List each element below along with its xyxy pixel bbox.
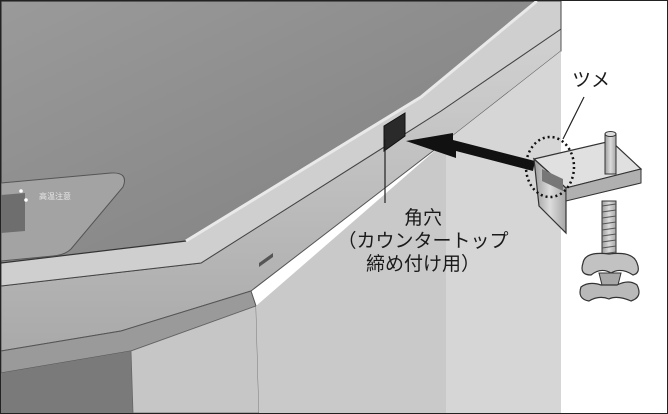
square-hole-icon xyxy=(383,112,406,152)
panel-caution-text: 高温注意 xyxy=(39,192,71,201)
claw-highlight-icon xyxy=(524,135,576,199)
claw-leader-line xyxy=(562,96,585,140)
appliance-top xyxy=(1,1,562,287)
appliance-front xyxy=(1,28,562,413)
clamp-bolt-icon xyxy=(532,131,643,302)
label-hole-title: 角穴 xyxy=(403,207,442,229)
insertion-arrow-icon xyxy=(406,133,535,171)
label-claw: ツメ xyxy=(572,69,611,91)
label-square-hole: 角穴 （カウンタートップ 締め付け用） xyxy=(323,207,523,276)
label-hole-purpose: （カウンタートップ xyxy=(337,230,509,252)
label-hole-purpose-cont: 締め付け用） xyxy=(365,253,480,275)
